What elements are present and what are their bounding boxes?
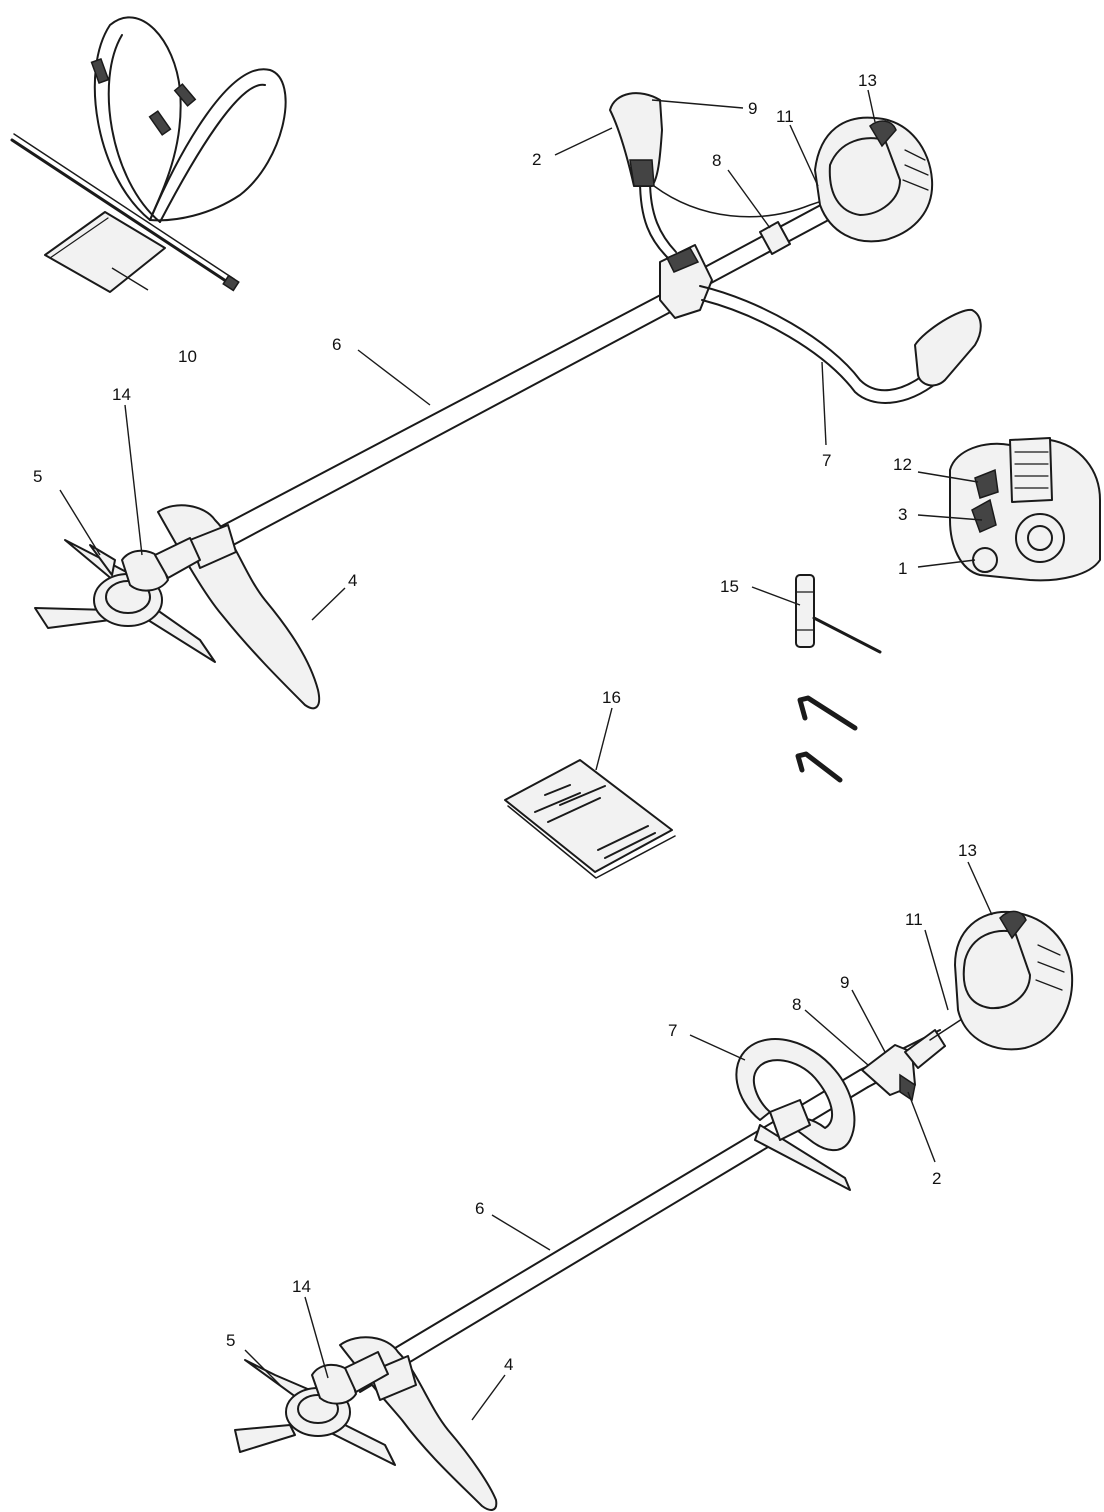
loop-handle: [735, 1038, 856, 1191]
callout-7: 7: [822, 451, 831, 470]
callout-9: 9: [748, 99, 757, 118]
shoulder-harness: [10, 16, 287, 293]
gear-case-bottom: [311, 1351, 389, 1405]
engine-control-inset: [949, 437, 1101, 582]
callout-labels-top: 1 2 3 4 5 6 7 8 9 10 11 12 13 14 15 16: [33, 71, 912, 707]
callout-11: 11: [776, 107, 794, 126]
spark-plug-wrench: [795, 574, 882, 654]
callout-12: 12: [893, 455, 912, 474]
handle-clamp: [659, 244, 713, 319]
callout-8: 8: [712, 151, 721, 170]
throttle-grip-bottom: [861, 1029, 946, 1102]
drive-shaft-bottom: [349, 1029, 946, 1393]
instruction-manual: [504, 759, 676, 879]
callout-11-bottom: 11: [905, 910, 923, 929]
callout-14: 14: [112, 385, 131, 404]
callout-6: 6: [332, 335, 341, 354]
callout-1: 1: [898, 559, 907, 578]
engine-bottom: [954, 910, 1074, 1051]
callout-6-bottom: 6: [475, 1199, 484, 1218]
callout-15: 15: [720, 577, 739, 596]
leader-lines: [59, 89, 993, 1421]
callout-5-bottom: 5: [226, 1331, 235, 1350]
cutting-blade-top: [34, 539, 216, 663]
engine-top: [814, 116, 934, 243]
callout-9-bottom: 9: [840, 973, 849, 992]
callout-2-bottom: 2: [932, 1169, 941, 1188]
callout-7-bottom: 7: [668, 1021, 677, 1040]
callout-4-bottom: 4: [504, 1355, 513, 1374]
callout-13-bottom: 13: [958, 841, 977, 860]
hex-key-small: [795, 751, 843, 783]
callout-14-bottom: 14: [292, 1277, 311, 1296]
callout-5: 5: [33, 467, 42, 486]
bike-handlebar: [609, 92, 982, 404]
drive-shaft-top: [179, 289, 679, 569]
gear-case-top: [121, 537, 201, 592]
callout-8-bottom: 8: [792, 995, 801, 1014]
callout-16: 16: [602, 688, 621, 707]
shaft-engine-side: [689, 199, 837, 291]
callout-2: 2: [532, 150, 541, 169]
callout-10: 10: [178, 347, 197, 366]
blade-guard-bottom: [339, 1336, 498, 1511]
callout-labels-bottom: 2 4 5 6 7 8 9 11 13 14: [226, 841, 977, 1374]
callout-4: 4: [348, 571, 357, 590]
hex-key-large: [797, 695, 858, 731]
callout-3: 3: [898, 505, 907, 524]
callout-13: 13: [858, 71, 877, 90]
blade-guard-top: [157, 504, 321, 710]
